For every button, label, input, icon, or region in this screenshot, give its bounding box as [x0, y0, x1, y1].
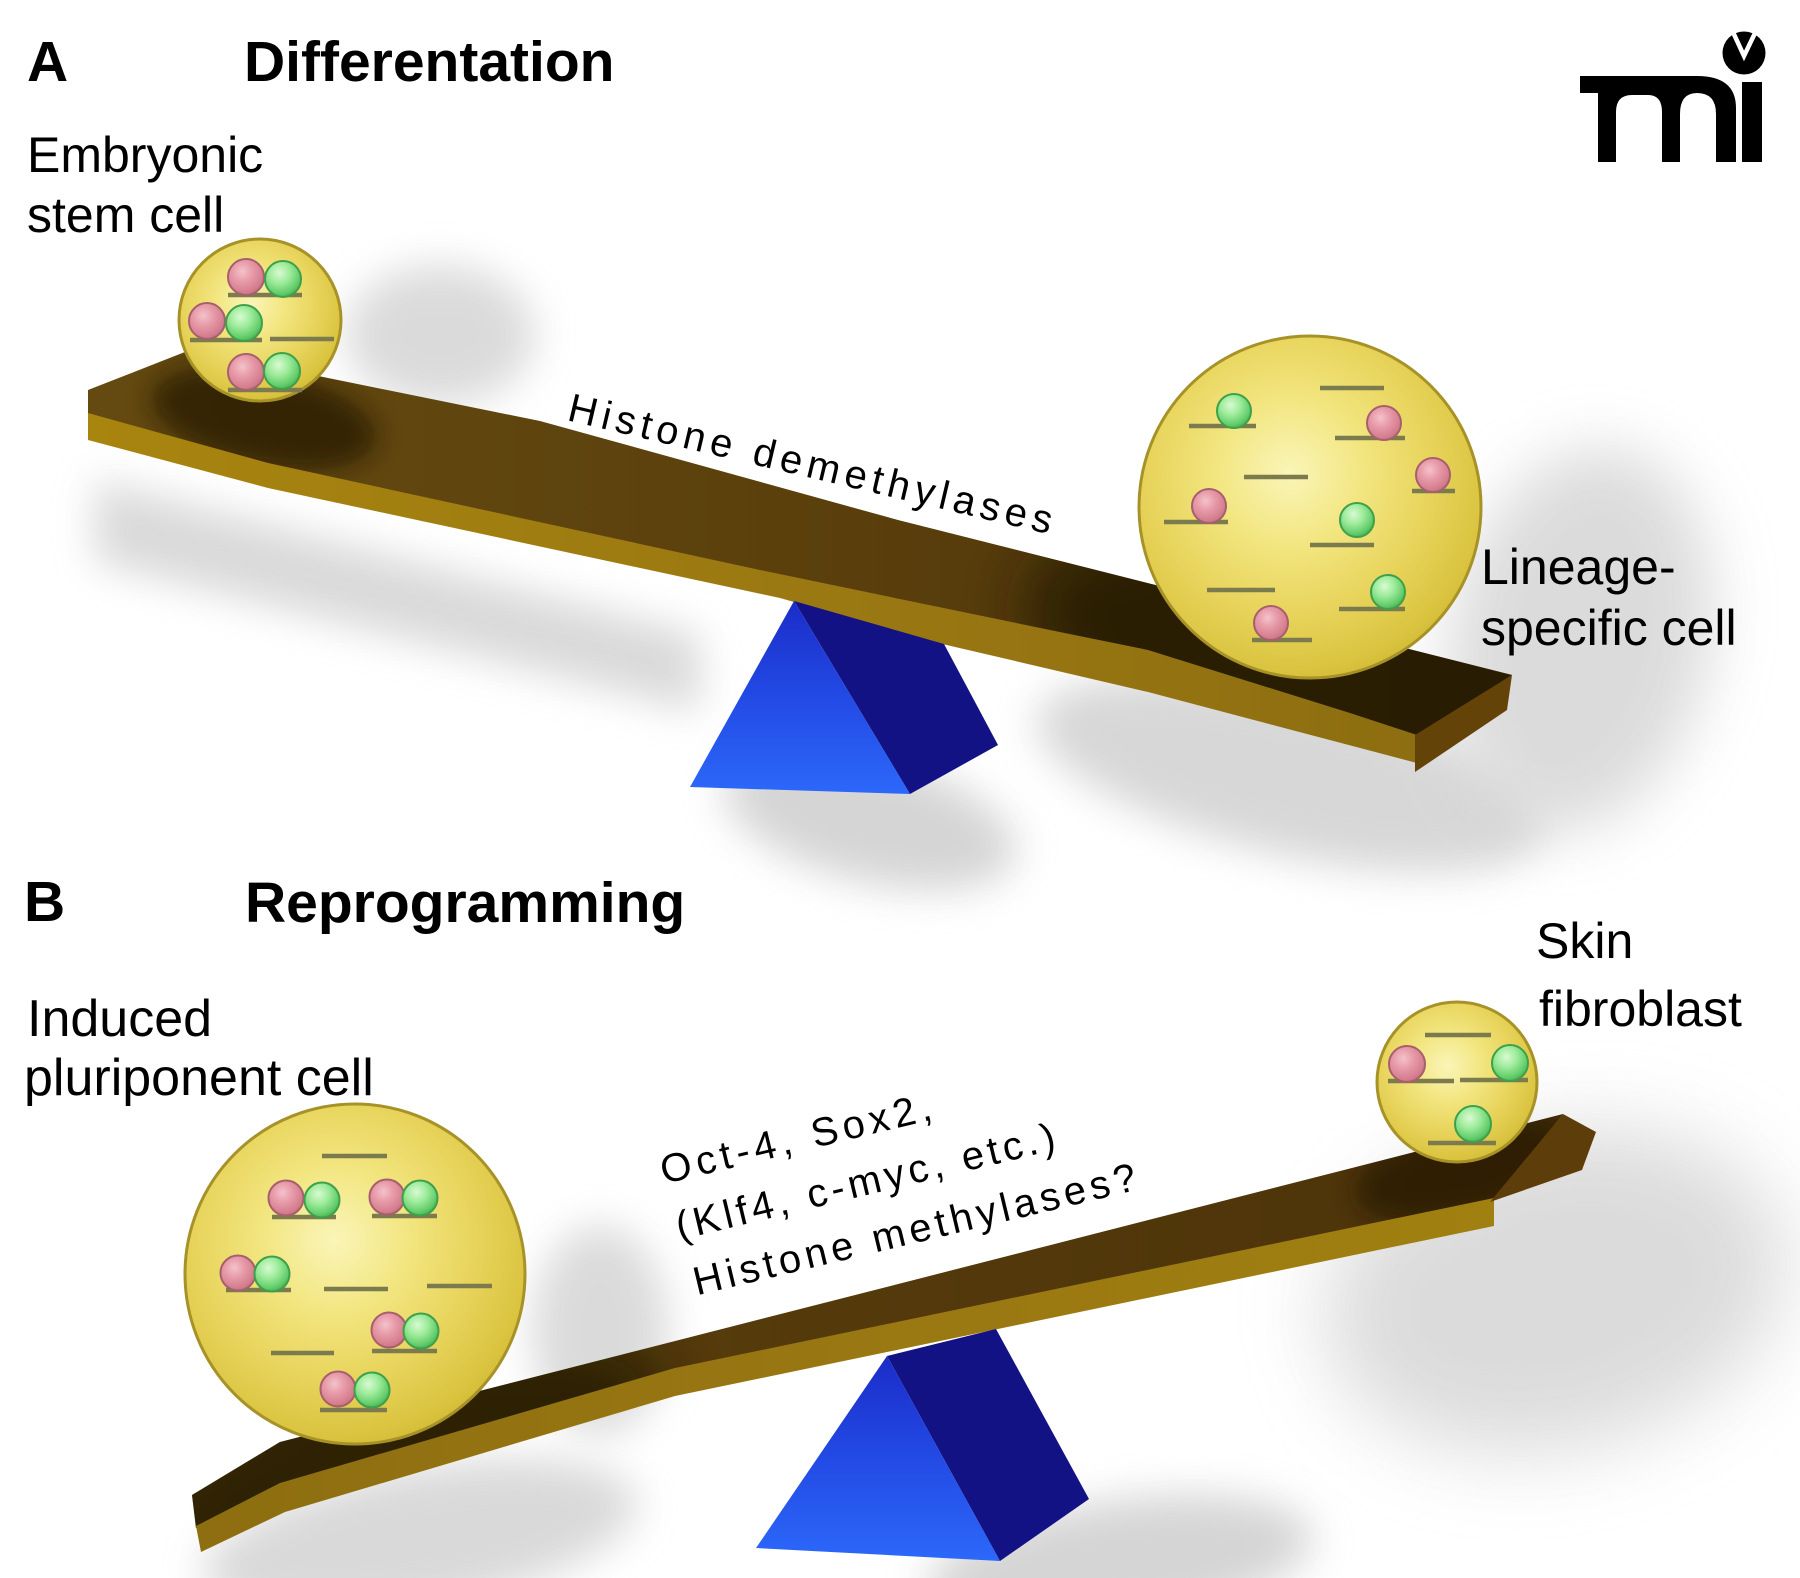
svg-text:Differentation: Differentation: [244, 30, 615, 94]
svg-text:fibroblast: fibroblast: [1539, 981, 1742, 1037]
svg-text:specific cell: specific cell: [1481, 600, 1737, 656]
svg-text:Induced: Induced: [27, 990, 212, 1048]
svg-text:Reprogramming: Reprogramming: [245, 871, 685, 935]
svg-text:Lineage-: Lineage-: [1481, 539, 1676, 595]
svg-text:Embryonic: Embryonic: [27, 127, 263, 183]
svg-text:Skin: Skin: [1536, 913, 1633, 969]
svg-text:A: A: [27, 30, 68, 94]
svg-text:stem cell: stem cell: [27, 187, 224, 243]
svg-text:pluriponent cell: pluriponent cell: [24, 1049, 374, 1107]
svg-text:B: B: [24, 870, 65, 934]
